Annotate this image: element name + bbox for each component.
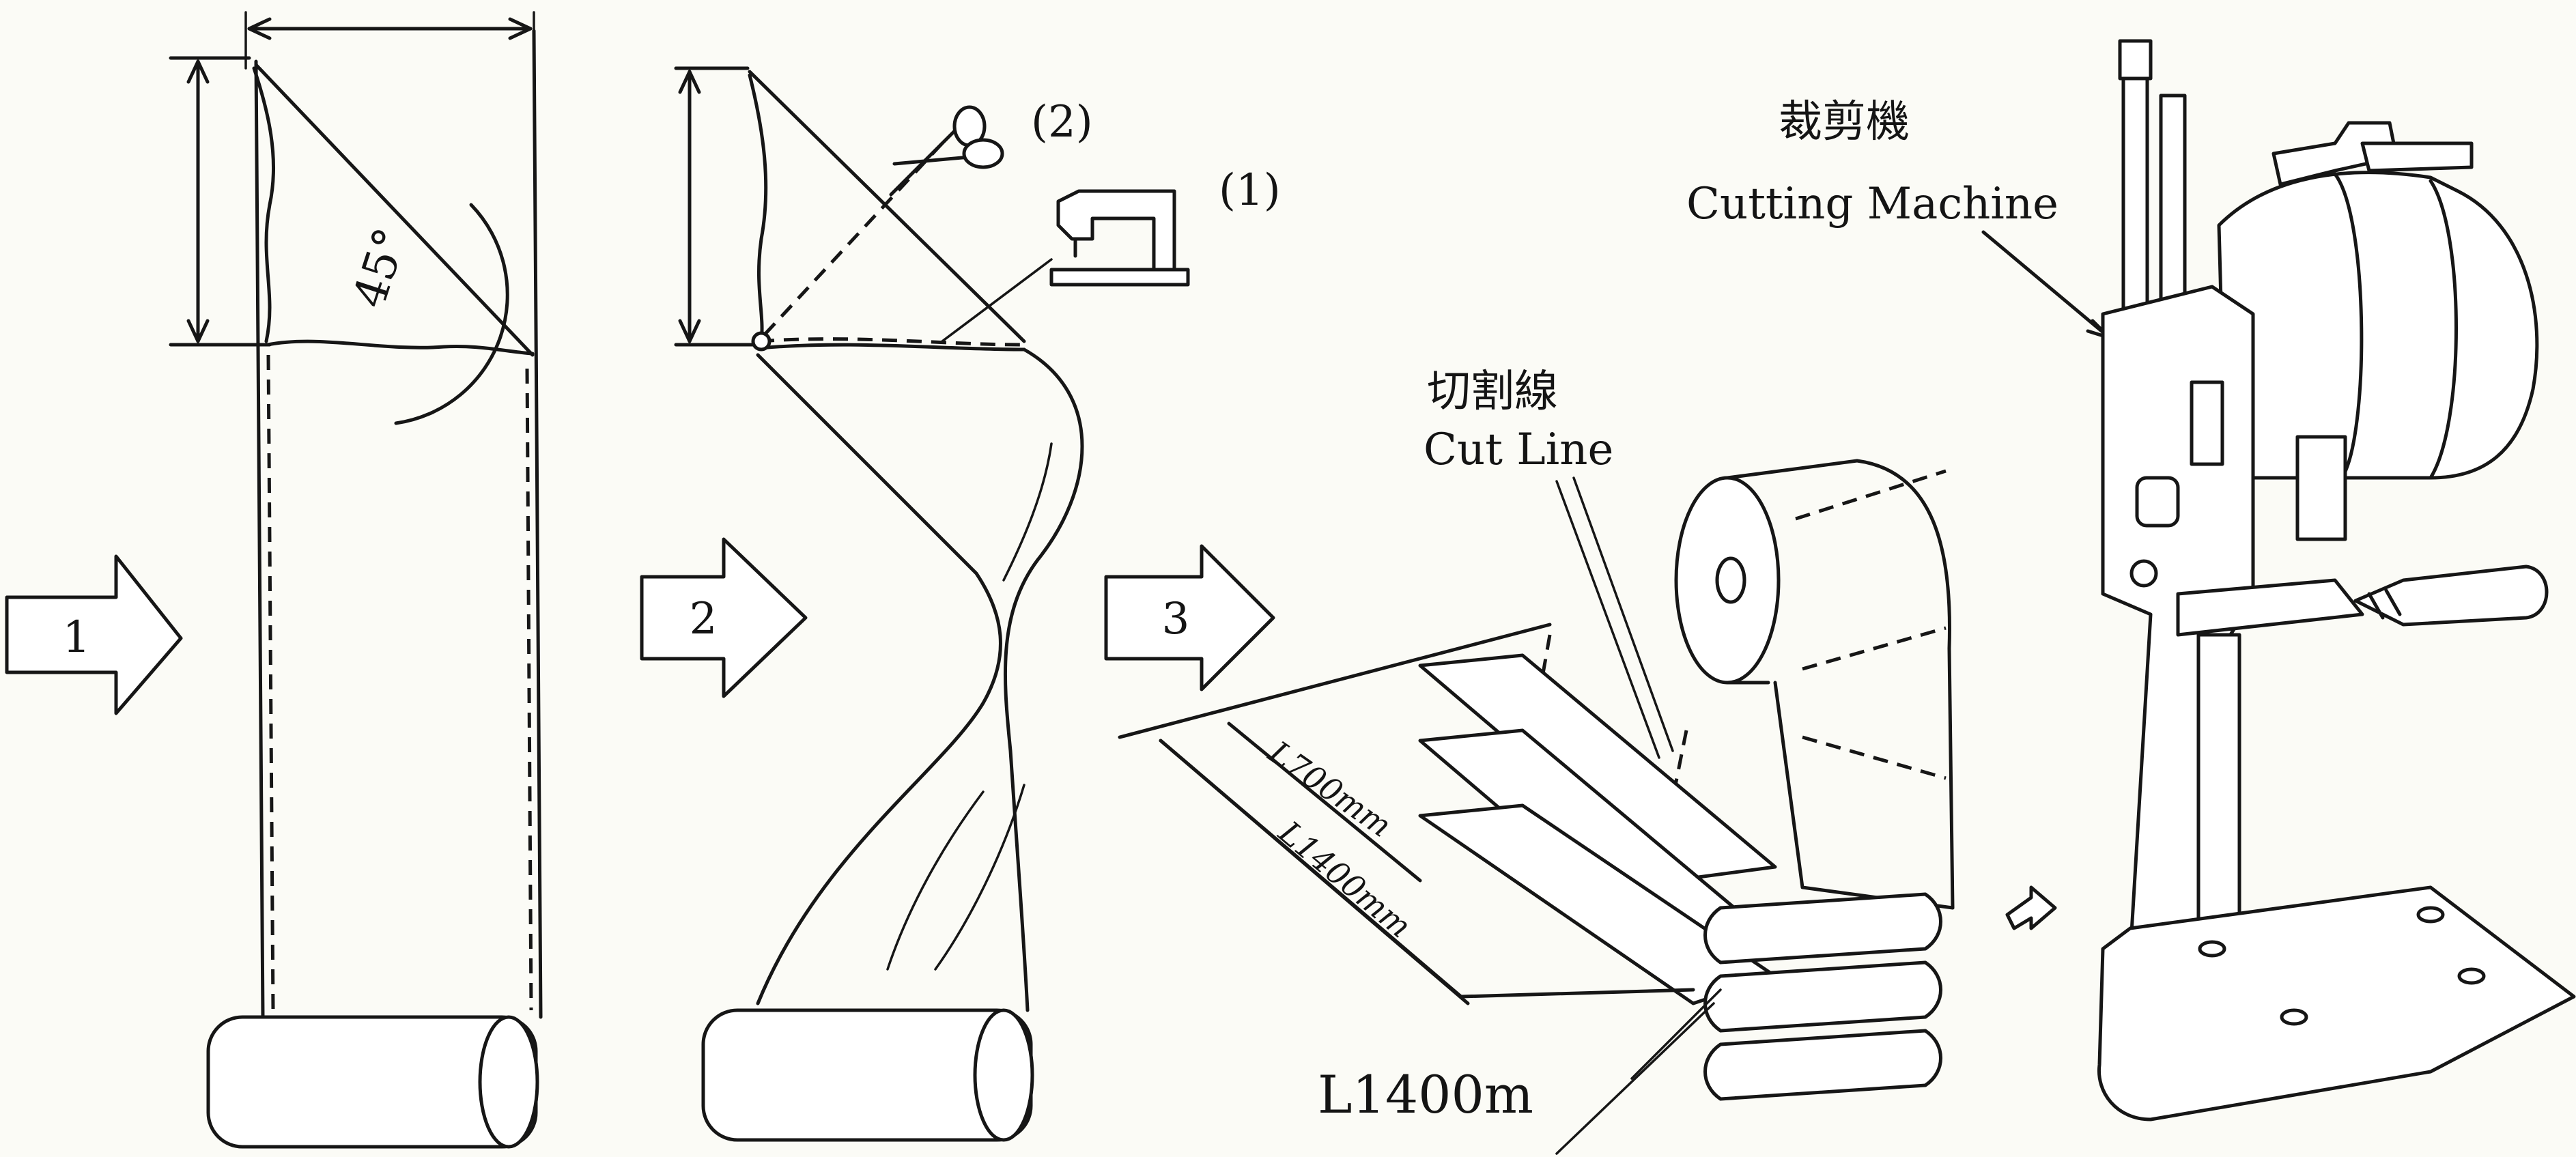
flap-edge	[748, 73, 768, 343]
sewing-machine-icon	[1049, 189, 1190, 287]
bottom-label-leader	[1555, 1002, 1715, 1155]
fabric-roll-end	[973, 1008, 1034, 1142]
dim-arrowhead-right	[508, 17, 533, 40]
dimension-short-label: L700mm	[1262, 733, 1398, 844]
machine-rod-cap	[2118, 39, 2153, 81]
dimension-long-label: L1400mm	[1271, 813, 1418, 945]
cut-line-leader	[1555, 480, 1660, 759]
sew-line-dashed	[759, 337, 1025, 347]
sheet-top-edge	[1118, 623, 1552, 739]
motor-band	[2429, 179, 2458, 480]
machine-knob	[2129, 559, 2158, 588]
machine-handle	[2353, 565, 2549, 627]
motor-top-handle	[2271, 121, 2398, 186]
cut-line-label-zh: 切割線	[1427, 367, 1558, 417]
panel-2-sew-and-cut: (2) (1)	[674, 66, 1281, 1142]
step-1-arrow: 1	[5, 554, 183, 715]
flap-diagonal	[748, 70, 1026, 343]
cutting-machine: 裁剪機 Cutting Machine	[1686, 39, 2576, 1122]
bottom-label-leader	[1630, 988, 1722, 1080]
machine-base	[2097, 885, 2576, 1122]
roll-core	[1715, 556, 1746, 604]
fold-crease	[886, 790, 985, 971]
seam-dashed	[1802, 735, 1947, 780]
fabric-left-edge	[254, 59, 265, 1019]
sheet-outline	[1773, 681, 1955, 910]
roll-top-edge	[1725, 459, 1951, 651]
cutting-machine-label-en: Cutting Machine	[1686, 179, 2058, 229]
twist-right-edge	[1003, 347, 1084, 1012]
cut-line-leader	[1572, 476, 1674, 752]
blade-guide	[2176, 578, 2364, 637]
step-2-arrow: 2	[640, 537, 808, 698]
right-arrow-icon	[5, 554, 183, 715]
right-arrow-icon	[640, 537, 808, 698]
dim-line-short	[1227, 722, 1422, 883]
base-bolt-hole	[2198, 940, 2226, 958]
angle-label: 45°	[343, 222, 417, 314]
height-arrowhead-bottom	[186, 319, 210, 343]
height-arrowhead-top	[678, 70, 701, 94]
base-bolt-hole	[2280, 1008, 2308, 1026]
fold-crease	[1002, 442, 1053, 582]
step-1-number: 1	[63, 612, 91, 663]
panel-3-layered-cutting: 切割線 Cut Line L700mm L1400mm L1400	[1118, 367, 1955, 1155]
dim-line-long	[1159, 739, 1470, 1005]
fold-crease	[934, 784, 1025, 971]
handle-grip-line	[2384, 588, 2402, 616]
blade-column	[2196, 633, 2241, 951]
control-window	[2295, 435, 2347, 541]
machine-knob	[2135, 476, 2180, 528]
motor-top-handle	[2360, 141, 2474, 173]
motor-band	[2333, 172, 2364, 480]
scissors-icon	[889, 105, 1004, 197]
cutting-machine-label-zh: 裁剪機	[1779, 97, 1910, 147]
twist-left-edge	[756, 353, 1002, 1005]
angle-arc	[394, 203, 509, 425]
step-2-number: 2	[690, 594, 718, 644]
corner-point	[751, 331, 772, 352]
folded-fabric-edge	[252, 66, 276, 343]
fabric-left-seam	[266, 354, 275, 1011]
base-bolt-hole	[2416, 906, 2445, 924]
fabric-right-edge	[532, 29, 543, 1019]
small-arrow-icon	[2005, 885, 2057, 930]
flap-bottom-edge	[757, 343, 1026, 352]
fabric-stack-layer	[1703, 1029, 1942, 1101]
marker-2-label: (2)	[1031, 97, 1093, 147]
marker-1-label: (1)	[1219, 165, 1281, 216]
dim-arrowhead-left	[247, 17, 272, 40]
control-slot	[2190, 380, 2224, 466]
machine-rod	[2121, 76, 2149, 313]
cut-line-dashed	[763, 142, 944, 336]
panel-1-bias-fold: 45°	[169, 11, 543, 1149]
cut-line-label-en: Cut Line	[1424, 425, 1613, 475]
fabric-right-seam	[525, 368, 533, 1011]
machine-rod	[2159, 94, 2187, 316]
fabric-roll-end	[478, 1015, 539, 1149]
right-arrow-icon	[1104, 544, 1275, 691]
height-arrowhead-bottom	[678, 319, 701, 343]
machine-leader-line	[1981, 230, 2112, 340]
fabric-stack-layer	[1703, 960, 1942, 1033]
height-arrowhead-top	[186, 59, 210, 84]
pointer-line	[941, 258, 1053, 343]
motor-housing	[2217, 171, 2539, 480]
bias-fold-diagonal	[254, 63, 535, 357]
handle-grip-line	[2367, 592, 2385, 620]
fold-bottom-edge	[266, 339, 535, 356]
dimension-bottom-label: L1400m	[1318, 1064, 1533, 1125]
base-bolt-hole	[2457, 967, 2486, 985]
step-3-number: 3	[1162, 594, 1190, 644]
sheet-right-edge	[1947, 646, 1955, 910]
seam-dashed	[1795, 469, 1947, 521]
seam-dashed	[1802, 626, 1947, 671]
fabric-stack-layer	[1703, 892, 1942, 965]
step-3-arrow: 3	[1104, 544, 1275, 691]
